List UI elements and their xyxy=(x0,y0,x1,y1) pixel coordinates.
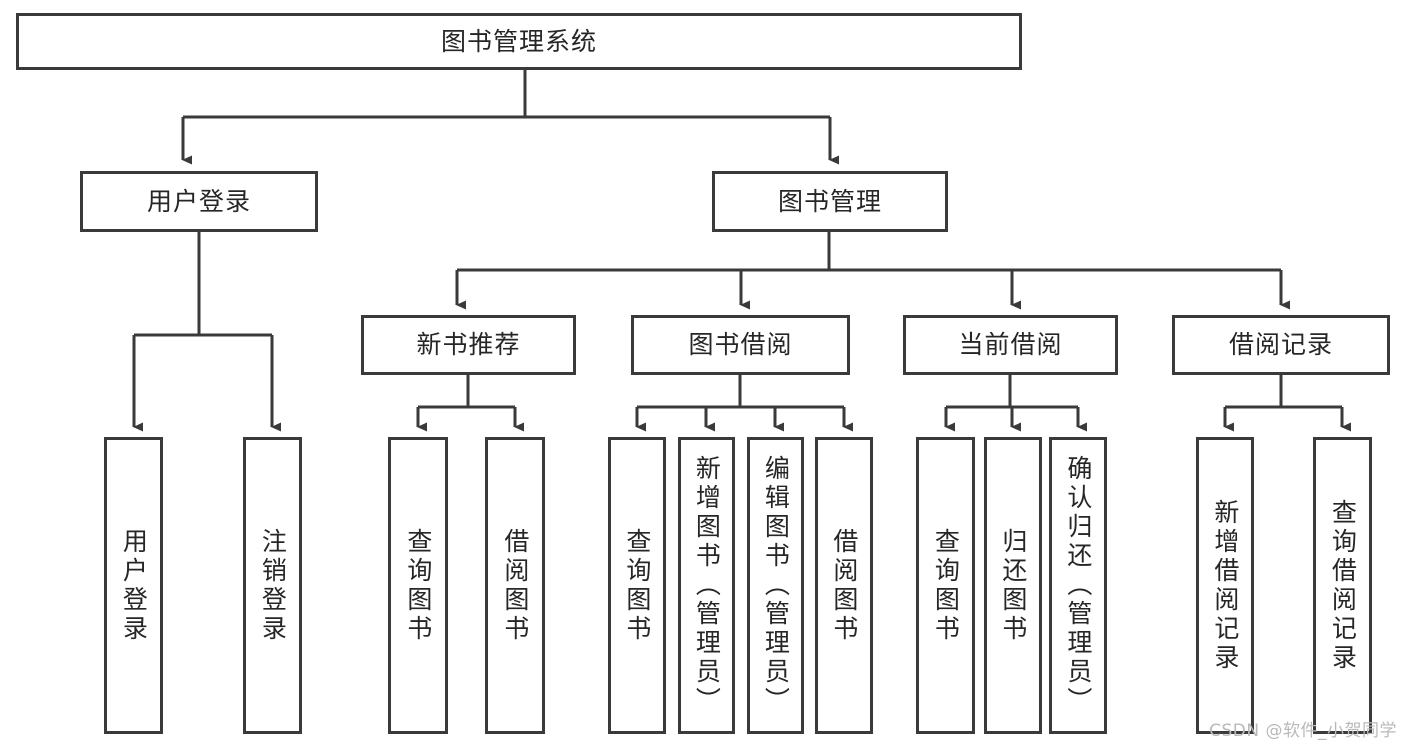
leaf-user-login-logout[interactable]: 注销登录 xyxy=(243,437,302,734)
leaf-current-return-book[interactable]: 归还图书 xyxy=(984,437,1042,734)
leaf-borrow-add-book-admin[interactable]: 新增图书（管理员） xyxy=(678,437,735,734)
leaf-record-query-record[interactable]: 查询借阅记录 xyxy=(1313,437,1372,734)
leaf-label: 新增图书（管理员） xyxy=(692,455,722,716)
leaf-label: 查询图书 xyxy=(931,527,961,644)
watermark-credit: CSDN @软件_小贺同学 xyxy=(1209,721,1397,741)
leaf-label: 编辑图书（管理员） xyxy=(761,455,791,716)
leaf-label: 确认归还（管理员） xyxy=(1063,455,1093,716)
leaf-label: 用户登录 xyxy=(119,527,149,644)
leaf-recommend-borrow-book[interactable]: 借阅图书 xyxy=(485,437,545,734)
leaf-label: 借阅图书 xyxy=(829,527,859,644)
leaf-label: 查询图书 xyxy=(622,527,652,644)
leaf-user-login-login[interactable]: 用户登录 xyxy=(104,437,163,734)
leaf-recommend-query-book[interactable]: 查询图书 xyxy=(388,437,448,734)
node-user-login[interactable]: 用户登录 xyxy=(80,171,318,232)
node-book-management[interactable]: 图书管理 xyxy=(712,171,948,232)
node-current-borrow[interactable]: 当前借阅 xyxy=(903,315,1118,375)
leaf-current-query-book[interactable]: 查询图书 xyxy=(916,437,975,734)
node-borrow-record[interactable]: 借阅记录 xyxy=(1172,315,1390,375)
node-root-system[interactable]: 图书管理系统 xyxy=(16,13,1022,70)
leaf-borrow-borrow-book[interactable]: 借阅图书 xyxy=(815,437,873,734)
leaf-current-confirm-return-admin[interactable]: 确认归还（管理员） xyxy=(1049,437,1107,734)
leaf-label: 借阅图书 xyxy=(500,527,530,644)
leaf-label: 查询图书 xyxy=(403,527,433,644)
leaf-record-add-record[interactable]: 新增借阅记录 xyxy=(1196,437,1254,734)
node-book-borrow[interactable]: 图书借阅 xyxy=(631,315,850,375)
leaf-label: 归还图书 xyxy=(998,527,1028,644)
leaf-borrow-edit-book-admin[interactable]: 编辑图书（管理员） xyxy=(747,437,804,734)
node-new-book-recommend[interactable]: 新书推荐 xyxy=(361,315,576,375)
leaf-label: 注销登录 xyxy=(258,527,288,644)
leaf-label: 查询借阅记录 xyxy=(1328,498,1358,673)
leaf-label: 新增借阅记录 xyxy=(1210,498,1240,673)
leaf-borrow-query-book[interactable]: 查询图书 xyxy=(608,437,666,734)
